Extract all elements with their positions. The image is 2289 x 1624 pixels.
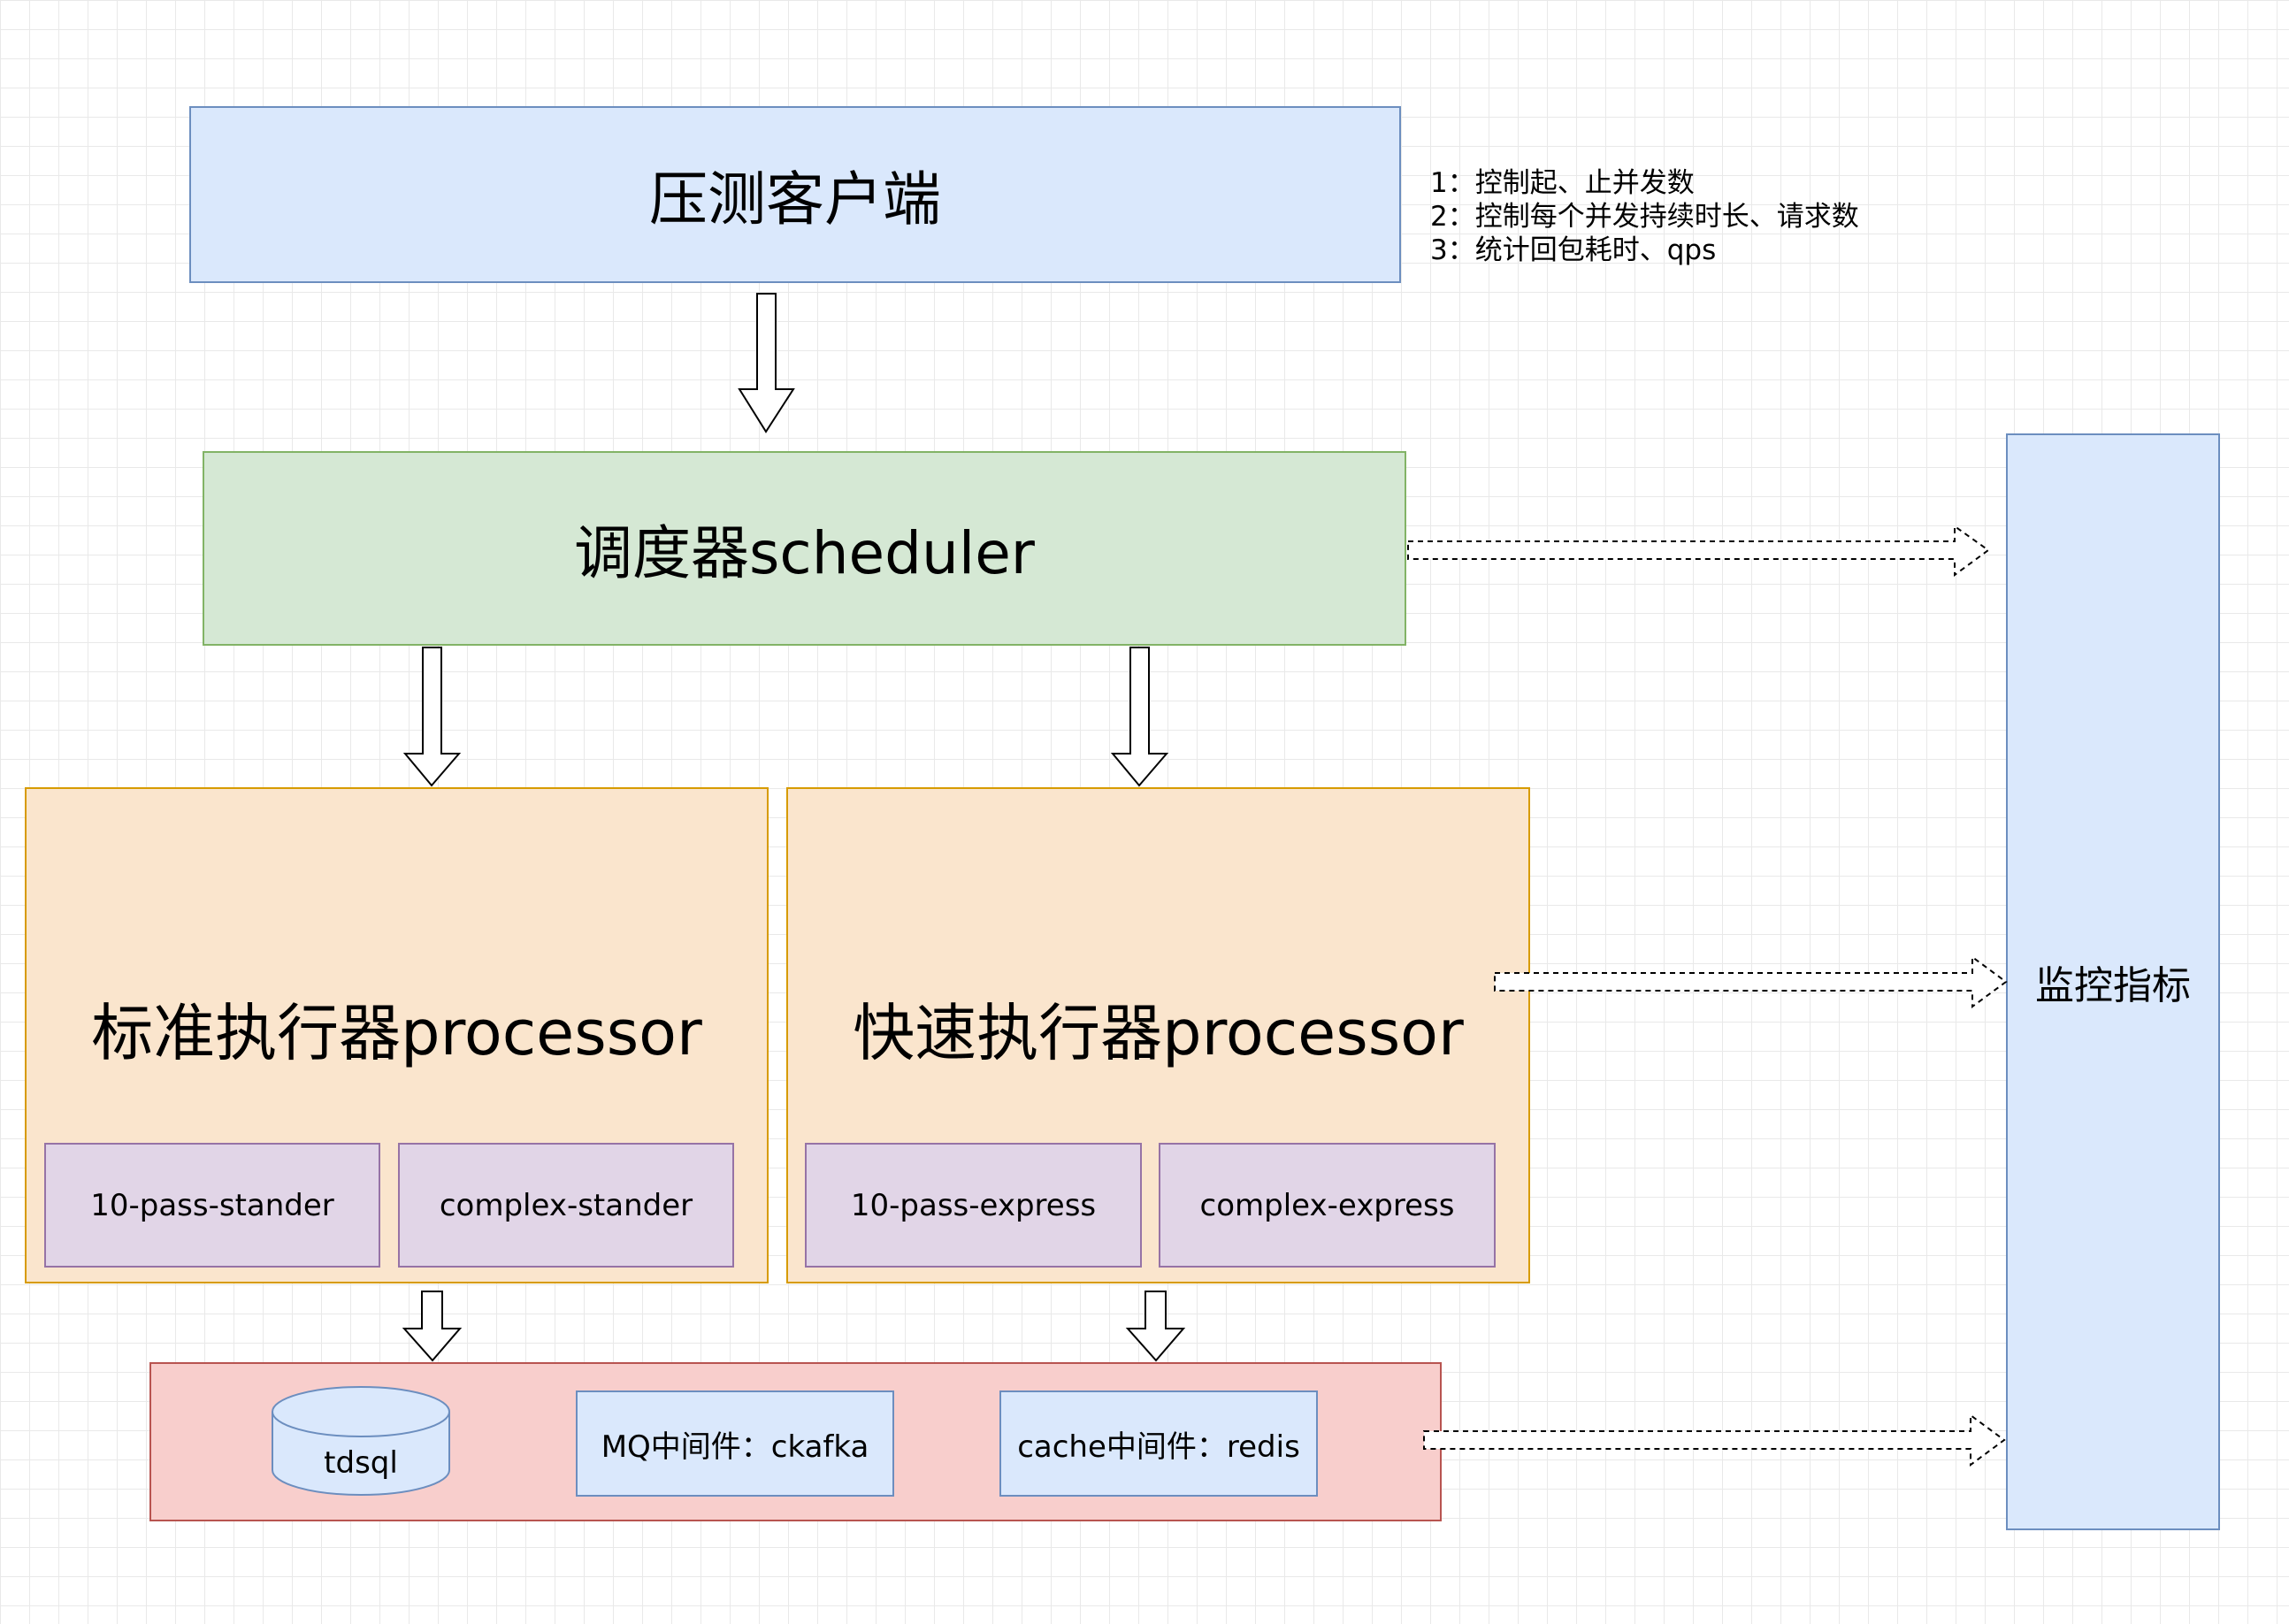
standard-processor-label: 标准执行器processor (91, 997, 702, 1069)
sub-label: 10-pass-express (850, 1187, 1097, 1223)
cache-label: cache中间件：redis (1017, 1429, 1300, 1465)
note-1: 1：控制起、止并发数 (1430, 167, 1695, 199)
client-notes: 1：控制起、止并发数 2：控制每个并发持续时长、请求数 3：统计回包耗时、qps (1430, 166, 1859, 267)
note-2: 2：控制每个并发持续时长、请求数 (1430, 201, 1859, 233)
sub-label: complex-express (1199, 1187, 1455, 1223)
sub-10-pass-stander[interactable]: 10-pass-stander (44, 1143, 380, 1268)
sub-label: 10-pass-stander (90, 1187, 334, 1223)
express-processor-label: 快速执行器processor (853, 997, 1464, 1069)
client-box[interactable]: 压测客户端 (189, 106, 1401, 283)
arrow-scheduler-to-standard (402, 647, 462, 787)
standard-processor-box[interactable]: 标准执行器processor 10-pass-stander complex-s… (25, 787, 769, 1283)
sub-complex-stander[interactable]: complex-stander (398, 1143, 734, 1268)
database-cylinder-icon (272, 1386, 450, 1496)
mq-box[interactable]: MQ中间件：ckafka (576, 1390, 894, 1497)
arrow-middleware-to-monitor (1423, 1413, 2006, 1467)
arrow-scheduler-to-express (1110, 647, 1169, 787)
cache-box[interactable]: cache中间件：redis (999, 1390, 1318, 1497)
monitor-label: 监控指标 (2035, 963, 2191, 1008)
sub-10-pass-express[interactable]: 10-pass-express (805, 1143, 1142, 1268)
sub-complex-express[interactable]: complex-express (1159, 1143, 1496, 1268)
express-processor-box[interactable]: 快速执行器processor 10-pass-express complex-e… (786, 787, 1530, 1283)
arrow-scheduler-to-monitor (1407, 525, 1990, 577)
mq-label: MQ中间件：ckafka (601, 1429, 869, 1465)
sub-label: complex-stander (439, 1187, 693, 1223)
note-3: 3：统计回包耗时、qps (1430, 234, 1717, 266)
arrow-client-to-scheduler (738, 293, 795, 433)
client-label: 压测客户端 (649, 165, 941, 234)
tdsql-label: tdsql (324, 1445, 398, 1481)
scheduler-box[interactable]: 调度器scheduler (203, 451, 1406, 646)
arrow-standard-to-middleware (402, 1291, 463, 1362)
arrow-processor-to-monitor (1494, 955, 2008, 1008)
monitor-box[interactable]: 监控指标 (2006, 433, 2220, 1530)
arrow-express-to-middleware (1125, 1291, 1186, 1362)
scheduler-label: 调度器scheduler (574, 519, 1035, 587)
